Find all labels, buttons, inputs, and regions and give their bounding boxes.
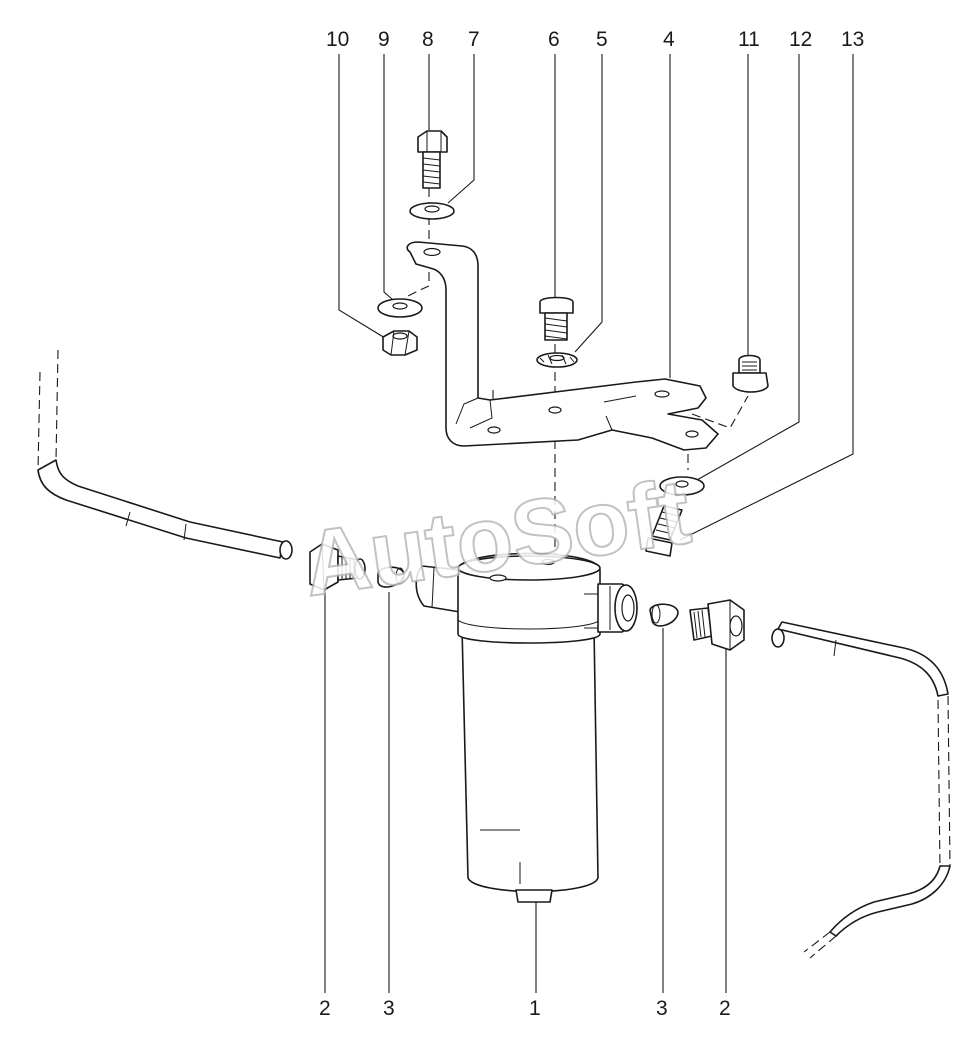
callout-13: 13 [841, 28, 864, 51]
fitting-2-left [309, 543, 366, 591]
callout-5: 5 [596, 28, 608, 51]
callout-9: 9 [378, 28, 390, 51]
pipe-right [771, 621, 951, 959]
fitting-2-right [689, 599, 745, 651]
callouts-bottom: 2 3 1 3 2 [319, 997, 731, 1020]
washer-12 [659, 476, 705, 496]
callout-3-right: 3 [656, 997, 668, 1020]
callout-2-left: 2 [319, 997, 331, 1020]
callout-11: 11 [738, 28, 760, 51]
bracket-4 [406, 241, 719, 451]
pipe-left [37, 349, 293, 560]
callout-4: 4 [663, 28, 675, 51]
bolt-8 [417, 130, 448, 189]
washer-9 [377, 298, 423, 318]
bolt-13 [645, 505, 683, 557]
callouts-top: 10 9 8 7 6 5 4 11 12 13 [326, 28, 864, 51]
lock-washer-5 [536, 352, 578, 368]
callout-8: 8 [422, 28, 434, 51]
callout-12: 12 [789, 28, 812, 51]
callout-3-left: 3 [383, 997, 395, 1020]
screw-6 [539, 296, 574, 341]
callout-1: 1 [529, 997, 541, 1020]
callout-10: 10 [326, 28, 349, 51]
callout-6: 6 [548, 28, 560, 51]
nut-10 [382, 330, 418, 356]
washer-7 [409, 202, 455, 220]
assembly-axes [403, 188, 749, 560]
plug-11 [732, 354, 769, 393]
seal-3-right [649, 603, 679, 627]
leader-lines [324, 54, 854, 993]
receiver-drier-1 [415, 552, 638, 903]
seal-3-left [377, 566, 405, 588]
callout-7: 7 [468, 28, 480, 51]
callout-2-right: 2 [719, 997, 731, 1020]
